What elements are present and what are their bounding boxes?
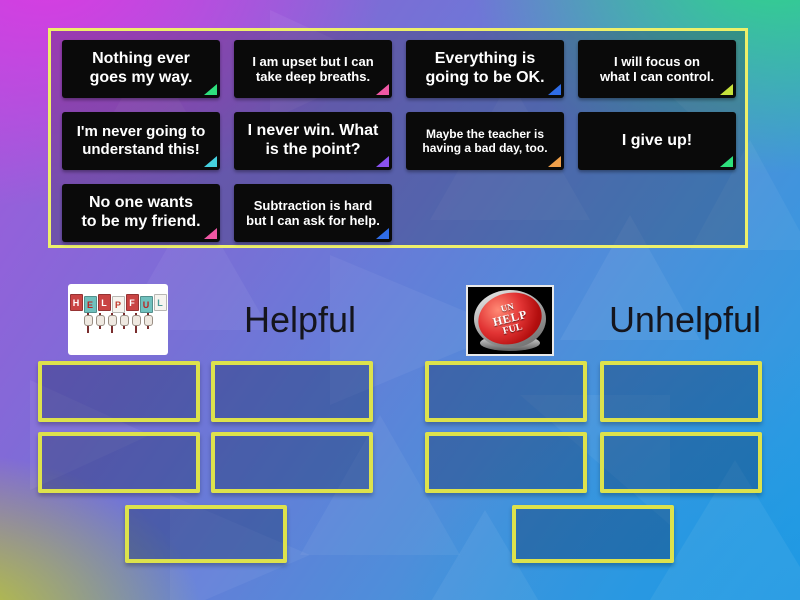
hand-icon [144, 315, 153, 326]
drag-corner-icon [720, 156, 733, 167]
sign-letter: H [69, 294, 83, 311]
tile-grid: Nothing ever goes my way. I am upset but… [51, 31, 745, 251]
group-label-helpful: Helpful [243, 299, 357, 340]
drag-corner-icon [376, 228, 389, 239]
tile-focus-control[interactable]: I will focus on what I can control. [578, 40, 736, 98]
helpful-slot-4[interactable] [211, 432, 373, 493]
drag-corner-icon [204, 228, 217, 239]
tile-text: I am upset but I can take deep breaths. [252, 53, 374, 84]
unhelpful-slot-1[interactable] [425, 361, 587, 422]
sign-letter: F [125, 294, 139, 311]
tile-text: Nothing ever goes my way. [89, 50, 193, 86]
unhelpful-slot-5[interactable] [512, 505, 674, 563]
tile-text: I will focus on what I can control. [599, 53, 715, 84]
tile-text: I'm never going to understand this! [76, 123, 206, 158]
drag-corner-icon [548, 156, 561, 167]
hand-icon [132, 315, 141, 326]
drag-corner-icon [204, 84, 217, 95]
sign-letter: L [97, 294, 111, 311]
tile-text: I never win. What is the point? [247, 122, 379, 158]
unhelpful-image: UN HELP FUL [466, 285, 554, 356]
stick [120, 313, 129, 329]
drag-corner-icon [204, 156, 217, 167]
sign-letter: P [111, 296, 125, 313]
unhelpful-slot-4[interactable] [600, 432, 762, 493]
tile-never-understand[interactable]: I'm never going to understand this! [62, 112, 220, 170]
stick [144, 313, 153, 329]
tile-tray: Nothing ever goes my way. I am upset but… [48, 28, 748, 248]
sign-letter: U [139, 296, 153, 313]
drag-corner-icon [548, 84, 561, 95]
sign-letter: E [83, 296, 97, 313]
stick [108, 313, 117, 333]
helpful-signs: H E L P F U L [69, 294, 167, 313]
tile-nothing-ever[interactable]: Nothing ever goes my way. [62, 40, 220, 98]
helpful-slot-3[interactable] [38, 432, 200, 493]
tile-give-up[interactable]: I give up! [578, 112, 736, 170]
tile-no-friends[interactable]: No one wants to be my friend. [62, 184, 220, 242]
tile-text: Subtraction is hard but I can ask for he… [246, 197, 380, 228]
drag-corner-icon [376, 156, 389, 167]
stick [132, 313, 141, 333]
drag-corner-icon [720, 84, 733, 95]
helpful-slot-1[interactable] [38, 361, 200, 422]
unhelpful-slot-2[interactable] [600, 361, 762, 422]
hand-icon [96, 315, 105, 326]
drag-corner-icon [376, 84, 389, 95]
helpful-slot-2[interactable] [211, 361, 373, 422]
helpful-sign-sticks [84, 313, 153, 333]
tile-text: Maybe the teacher is having a bad day, t… [422, 126, 548, 155]
tile-text: I give up! [621, 131, 693, 149]
tile-deep-breaths[interactable]: I am upset but I can take deep breaths. [234, 40, 392, 98]
tile-text: No one wants to be my friend. [81, 194, 201, 230]
helpful-slot-5[interactable] [125, 505, 287, 563]
group-label-unhelpful: Unhelpful [608, 299, 762, 340]
hand-icon [108, 315, 117, 326]
stick [96, 313, 105, 329]
helpful-image: H E L P F U L [68, 284, 168, 355]
unhelpful-slot-3[interactable] [425, 432, 587, 493]
hand-icon [84, 315, 93, 326]
tile-never-win[interactable]: I never win. What is the point? [234, 112, 392, 170]
hand-icon [120, 315, 129, 326]
sign-letter: L [153, 294, 167, 311]
stick [84, 313, 93, 333]
tile-text: Everything is going to be OK. [425, 50, 545, 86]
tile-everything-ok[interactable]: Everything is going to be OK. [406, 40, 564, 98]
tile-teacher-bad-day[interactable]: Maybe the teacher is having a bad day, t… [406, 112, 564, 170]
tile-subtraction-help[interactable]: Subtraction is hard but I can ask for he… [234, 184, 392, 242]
